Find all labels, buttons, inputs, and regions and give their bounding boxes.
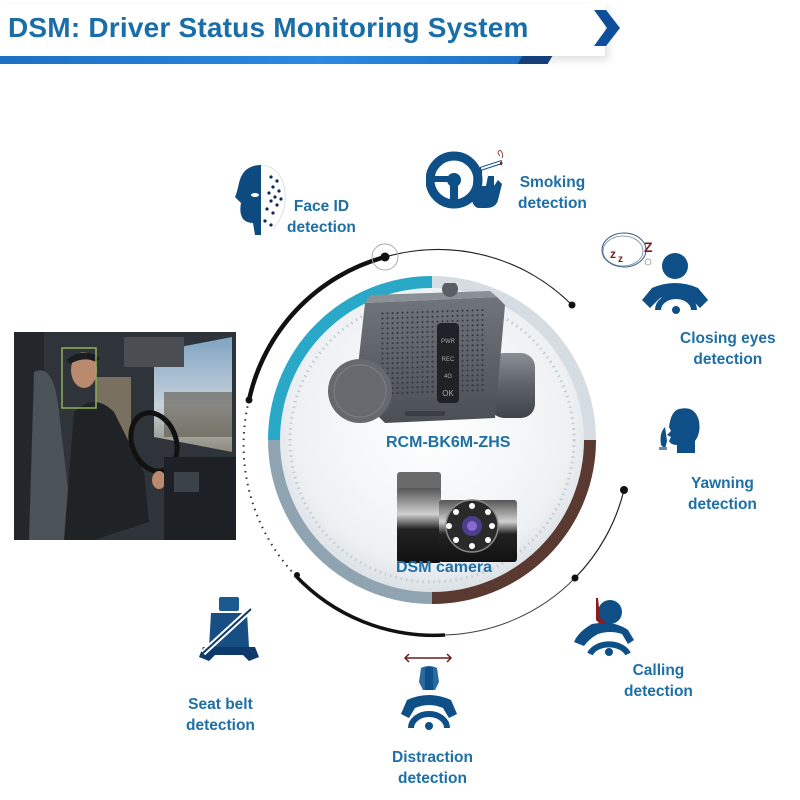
feature-title: Closing eyes [680,330,776,347]
svg-text:z: z [610,247,616,261]
ring-segment-light [431,276,596,441]
feature-label-calling: Calling detection [624,660,693,702]
feature-subtitle: detection [518,195,587,212]
header-bar [0,4,605,56]
header-stripe [0,56,535,64]
chevron-right-icon [594,10,620,46]
outer-arc-bottom-thin [444,577,576,636]
dashcam-product-image: PWR REC 4G OK [328,283,535,423]
ring-segment-grey [268,439,433,604]
feature-label-face-id: Face ID detection [287,196,356,238]
ring-node-dot [620,486,628,494]
ring-node-dot [380,252,390,262]
svg-text:REC: REC [442,357,455,363]
svg-text:Z: Z [644,239,653,255]
face-detection-box [61,347,97,409]
header-banner: DSM: Driver Status Monitoring System [0,0,800,70]
outer-arc-right [574,489,625,579]
ring-node-dot [294,572,300,578]
ring-node-dot [245,396,253,404]
ring-node-halo [371,243,399,271]
feature-label-distraction: Distraction detection [392,747,473,789]
feature-calling [570,592,645,662]
seat-belt-icon [199,597,259,661]
ring-node-dot [568,301,576,309]
feature-face-id [233,163,293,238]
head-turn-icon [401,653,457,730]
feature-label-closing-eyes: Closing eyes detection [680,328,776,370]
page-title: DSM: Driver Status Monitoring System [8,12,529,43]
feature-subtitle: detection [688,496,757,513]
smoking-icon [426,150,504,209]
face-scan-icon [235,164,286,235]
dsm-camera-product-image [397,472,517,563]
driver-photo-illustration [14,332,236,540]
sleeping-driver-icon: z z Z [601,232,708,314]
ring-segment-teal [268,276,433,441]
feature-subtitle: detection [398,770,467,787]
driver-photo [14,332,236,540]
feature-label-seat-belt: Seat belt detection [186,694,255,736]
feature-subtitle: detection [287,219,356,236]
dashcam-model-label: RCM-BK6M-ZHS [386,434,511,451]
feature-closing-eyes: z z Z [598,230,713,325]
feature-smoking [426,150,511,212]
ring-node-dot [571,574,579,582]
outer-arc-top-left-bold [246,254,386,401]
feature-title: Face ID [293,198,350,215]
feature-label-smoking: Smoking detection [518,172,587,214]
feature-title: Distraction [392,749,473,766]
svg-text:OK: OK [442,389,454,398]
dsm-camera-label: DSM camera [396,559,493,576]
feature-subtitle: detection [624,683,693,700]
outer-arc-top-right [384,248,573,306]
phone-call-icon [574,598,634,656]
svg-text:4G: 4G [444,374,452,380]
svg-text:PWR: PWR [441,339,456,345]
yawning-icon [659,408,700,453]
feature-subtitle: detection [693,351,763,368]
ring-segment-brown [431,439,596,604]
feature-subtitle: detection [186,717,255,734]
outer-arc-bottom-bold [293,573,446,638]
feature-title: Calling [632,662,685,679]
indicator-panel [437,323,459,403]
feature-label-yawning: Yawning detection [688,473,757,515]
dotted-inner-ring [288,296,576,584]
feature-distraction [395,652,465,737]
feature-title: Yawning [691,475,754,492]
svg-text:z: z [618,254,623,265]
feature-title: Smoking [519,174,586,191]
feature-yawning [655,405,715,473]
feature-title: Seat belt [188,696,253,713]
feature-seat-belt [193,595,265,667]
